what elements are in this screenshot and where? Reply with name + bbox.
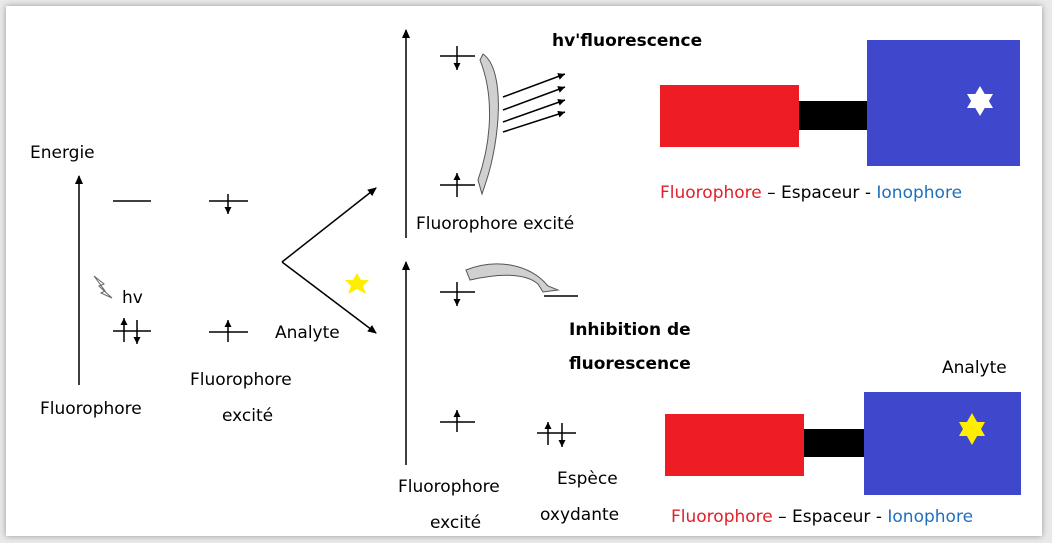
bottom-ionophore-block	[864, 392, 1021, 495]
bottom-spacer-block	[804, 429, 864, 457]
fluorescence-title: hv'fluorescence	[552, 31, 702, 51]
top-spacer-block	[799, 101, 867, 130]
excited-fluorophore-label-line1: Fluorophore	[190, 370, 292, 390]
bottom-fluorophore-label-line2: excité	[430, 513, 481, 533]
bottom-analyte-star-icon	[959, 413, 985, 445]
bottom-fluorophore-label-line1: Fluorophore	[398, 477, 500, 497]
oxidant-label-line2: oxydante	[540, 505, 619, 525]
fluorophore-label: Fluorophore	[40, 399, 142, 419]
emission-arrow-1	[502, 73, 566, 98]
branch-arrow-down	[281, 261, 377, 334]
branch-arrow-up	[281, 187, 377, 263]
bottom-fluorophore-block	[665, 414, 804, 476]
top-star-hexagram-icon	[967, 86, 993, 116]
bottom-sensor-caption: Fluorophore – Espaceur - Ionophore	[671, 507, 973, 527]
top-fluorophore-block	[660, 85, 799, 147]
inhibition-label-line1: Inhibition de	[569, 320, 691, 340]
energy-label: Energie	[30, 143, 95, 163]
top-ionophore-block	[867, 40, 1020, 166]
analyte-star-icon	[345, 273, 369, 294]
excited-fluorophore-label-line2: excité	[222, 406, 273, 426]
emission-arrow-3	[502, 99, 566, 123]
analyte-label: Analyte	[275, 323, 340, 343]
inhibition-label-line2: fluorescence	[569, 354, 691, 374]
emission-arrow-4	[502, 110, 566, 133]
emission-arrow-2	[502, 86, 566, 111]
relaxation-curved-arrow	[477, 53, 499, 196]
electron-transfer-curved-arrow	[465, 263, 560, 293]
bottom-analyte-label: Analyte	[942, 358, 1007, 378]
lightning-icon	[93, 275, 113, 299]
oxidant-label-line1: Espèce	[557, 469, 618, 489]
top-fluorophore-excited-label: Fluorophore excité	[416, 214, 574, 234]
top-sensor-caption: Fluorophore – Espaceur - Ionophore	[660, 183, 962, 203]
hv-label: hv	[122, 288, 143, 308]
